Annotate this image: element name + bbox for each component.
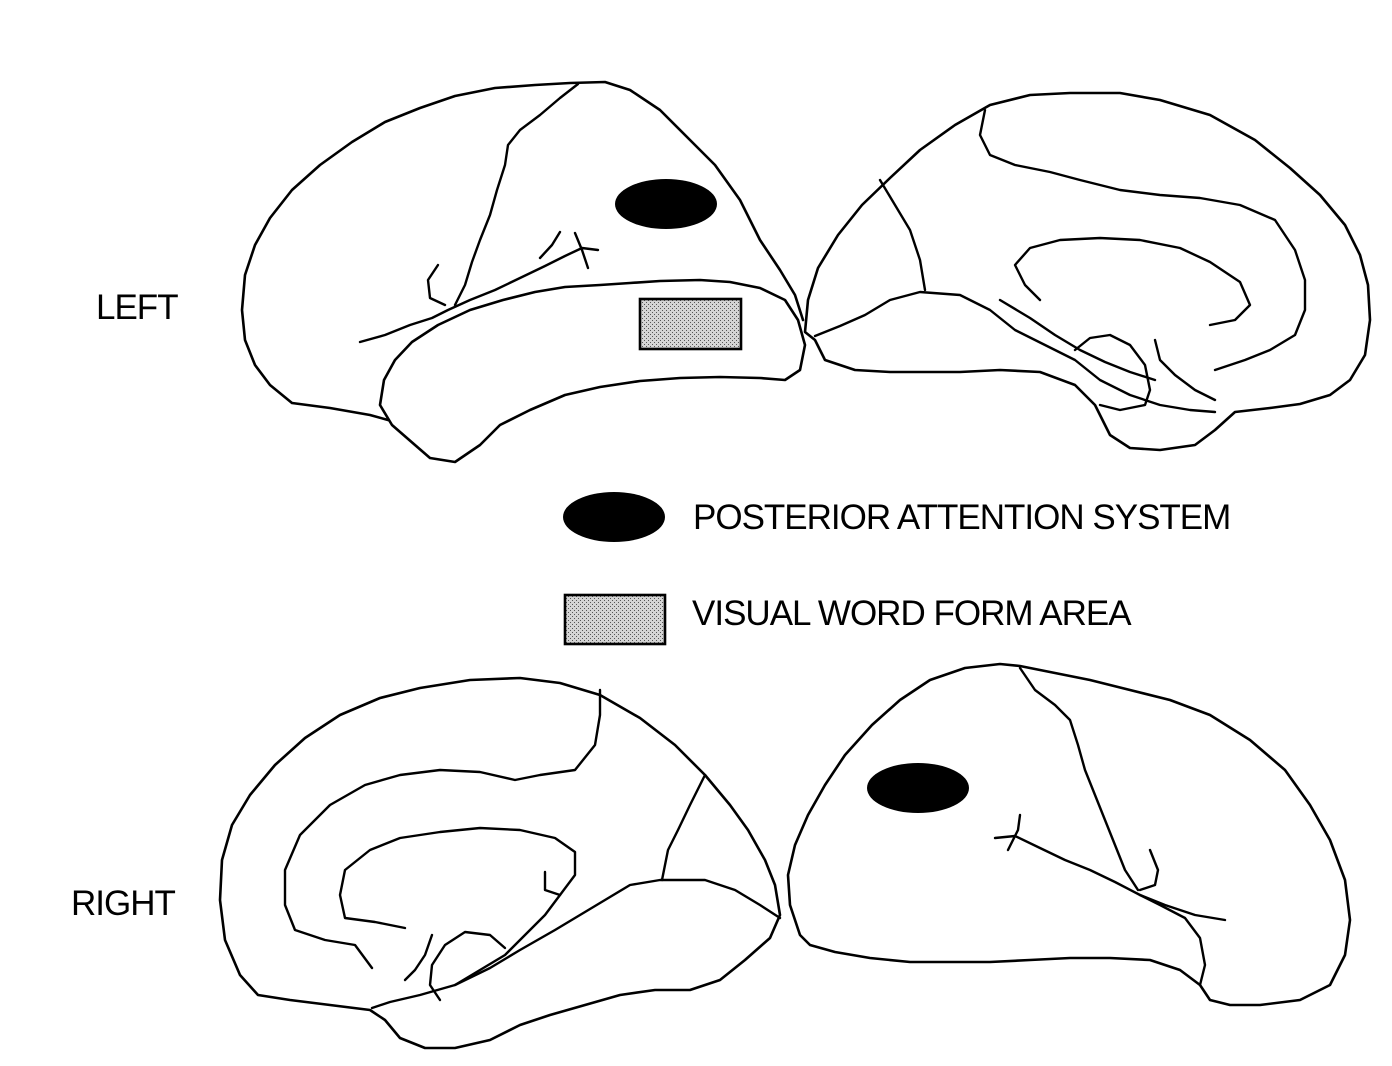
- left-medial-cingulate-sulcus: [978, 108, 1307, 372]
- right-hemisphere-medial-view: [218, 676, 782, 1050]
- right-posterior-attention-marker: [867, 763, 969, 813]
- right-sulcus-branch-2: [1138, 848, 1160, 892]
- left-posterior-attention-marker: [615, 179, 717, 229]
- left-sulcus-branch-2: [426, 263, 447, 307]
- left-hemisphere-label: LEFT: [96, 288, 179, 327]
- right-medial-branch: [403, 933, 434, 982]
- right-medial-corpus-callosum: [338, 826, 577, 930]
- right-sulcus-branch-1: [1006, 813, 1022, 852]
- left-medial-inner-arc: [998, 298, 1157, 382]
- right-hemisphere-label: RIGHT: [71, 884, 176, 923]
- right-lateral-temporal-lobe: [1018, 666, 1140, 892]
- left-lateral-frontal-parietal: [240, 80, 805, 422]
- right-sylvian-fissure: [993, 834, 1227, 922]
- left-sulcus-branch-3: [538, 230, 562, 260]
- left-medial-outline: [803, 91, 1372, 452]
- legend-item-visual-word-form-area: VISUAL WORD FORM AREA: [692, 594, 1132, 633]
- left-hemisphere-medial-view: [803, 91, 1372, 452]
- left-hemisphere-lateral-view: [240, 80, 807, 464]
- right-medial-calcarine: [370, 878, 782, 1010]
- left-lateral-outline: [378, 278, 807, 464]
- legend-word-form-symbol: [563, 593, 667, 646]
- right-medial-parieto-occipital: [660, 773, 707, 882]
- left-medial-temporal-arc: [1073, 333, 1152, 412]
- left-medial-parieto-occipital: [878, 178, 927, 292]
- right-hemisphere-lateral-view: [786, 662, 1352, 1007]
- left-sylvian-fissure: [358, 246, 600, 344]
- left-medial-calcarine: [813, 290, 1217, 414]
- right-medial-temporal-arc: [428, 930, 507, 1002]
- left-medial-corpus-callosum: [1013, 236, 1252, 327]
- visual-word-form-marker: [638, 297, 743, 351]
- legend-attention-symbol: [563, 492, 665, 542]
- right-medial-cingulate-sulcus: [283, 688, 602, 970]
- legend-item-posterior-attention-system: POSTERIOR ATTENTION SYSTEM: [693, 498, 1231, 537]
- right-lateral-outline: [786, 662, 1352, 1007]
- right-temporal-boundary: [1138, 893, 1207, 987]
- left-sulcus-branch-1: [573, 231, 590, 270]
- left-medial-branch: [1153, 338, 1217, 402]
- right-medial-inner-arc: [453, 893, 562, 987]
- left-central-sulcus: [453, 82, 580, 307]
- right-medial-outline: [218, 676, 782, 1050]
